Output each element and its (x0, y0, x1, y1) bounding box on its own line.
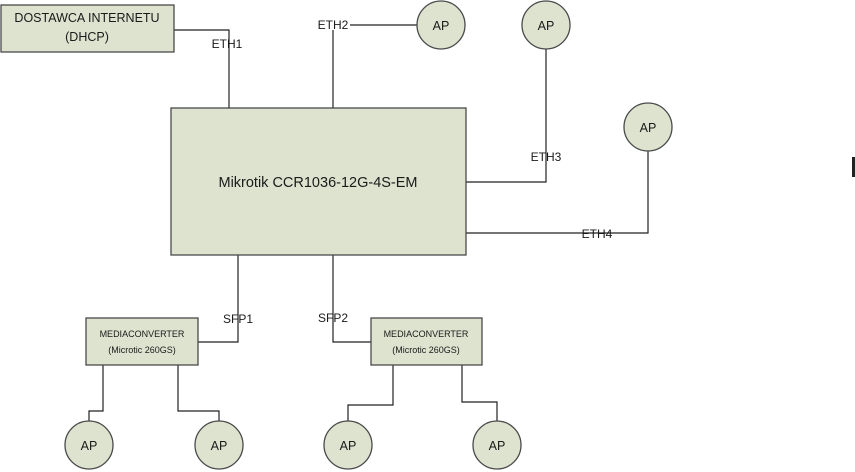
wire-mc1-ap2 (177, 365, 220, 422)
wire-mc1-ap1 (88, 365, 104, 422)
ap-label: AP (538, 19, 555, 33)
connections (88, 24, 649, 422)
ap-node-eth4: AP (623, 102, 673, 152)
ap-node-eth2: AP (416, 0, 466, 50)
ap-label: AP (211, 439, 228, 453)
mediaconverter-2-model: (Microtic 260GS) (392, 345, 460, 355)
wire-sfp2 (332, 255, 371, 343)
mediaconverter-2-label: MEDIACONVERTER (384, 329, 469, 339)
ap-label: AP (489, 439, 506, 453)
port-label-eth2: ETH2 (318, 18, 349, 32)
mediaconverter-2: MEDIACONVERTER (Microtic 260GS) (370, 317, 483, 366)
port-label-sfp2: SFP2 (318, 311, 348, 325)
ap-node-mc2-left: AP (323, 420, 373, 470)
ap-label: AP (433, 19, 450, 33)
router-node: Mikrotik CCR1036-12G-4S-EM (170, 107, 467, 256)
ap-label: AP (340, 439, 357, 453)
port-label-eth3: ETH3 (531, 150, 562, 164)
wire-sfp1 (198, 255, 239, 343)
ap-node-eth3: AP (521, 0, 571, 50)
wire-isp-eth1 (174, 29, 230, 108)
port-label-eth4: ETH4 (582, 227, 613, 241)
port-label-sfp1: SFP1 (223, 312, 253, 326)
isp-node: DOSTAWCA INTERNETU (DHCP) (0, 4, 175, 53)
edge-artifact (852, 157, 855, 177)
mediaconverter-1: MEDIACONVERTER (Microtic 260GS) (85, 317, 199, 366)
ap-node-mc1-left: AP (64, 420, 114, 470)
wire-mc2-ap1 (347, 365, 394, 422)
isp-label: DOSTAWCA INTERNETU (14, 11, 159, 25)
ap-label: AP (640, 121, 657, 135)
mediaconverter-1-label: MEDIACONVERTER (100, 329, 185, 339)
port-label-eth1: ETH1 (212, 37, 243, 51)
isp-sublabel: (DHCP) (65, 30, 109, 44)
router-label: Mikrotik CCR1036-12G-4S-EM (218, 175, 417, 191)
wire-eth4-ap (466, 151, 649, 234)
ap-node-mc1-right: AP (194, 420, 244, 470)
mediaconverter-1-model: (Microtic 260GS) (108, 345, 176, 355)
port-labels: ETH1 ETH2 ETH3 ETH4 SFP1 SFP2 (212, 18, 613, 326)
wire-mc2-ap2 (461, 365, 498, 422)
wire-eth3-ap (466, 48, 547, 183)
ap-label: AP (81, 439, 98, 453)
ap-node-mc2-right: AP (472, 420, 522, 470)
